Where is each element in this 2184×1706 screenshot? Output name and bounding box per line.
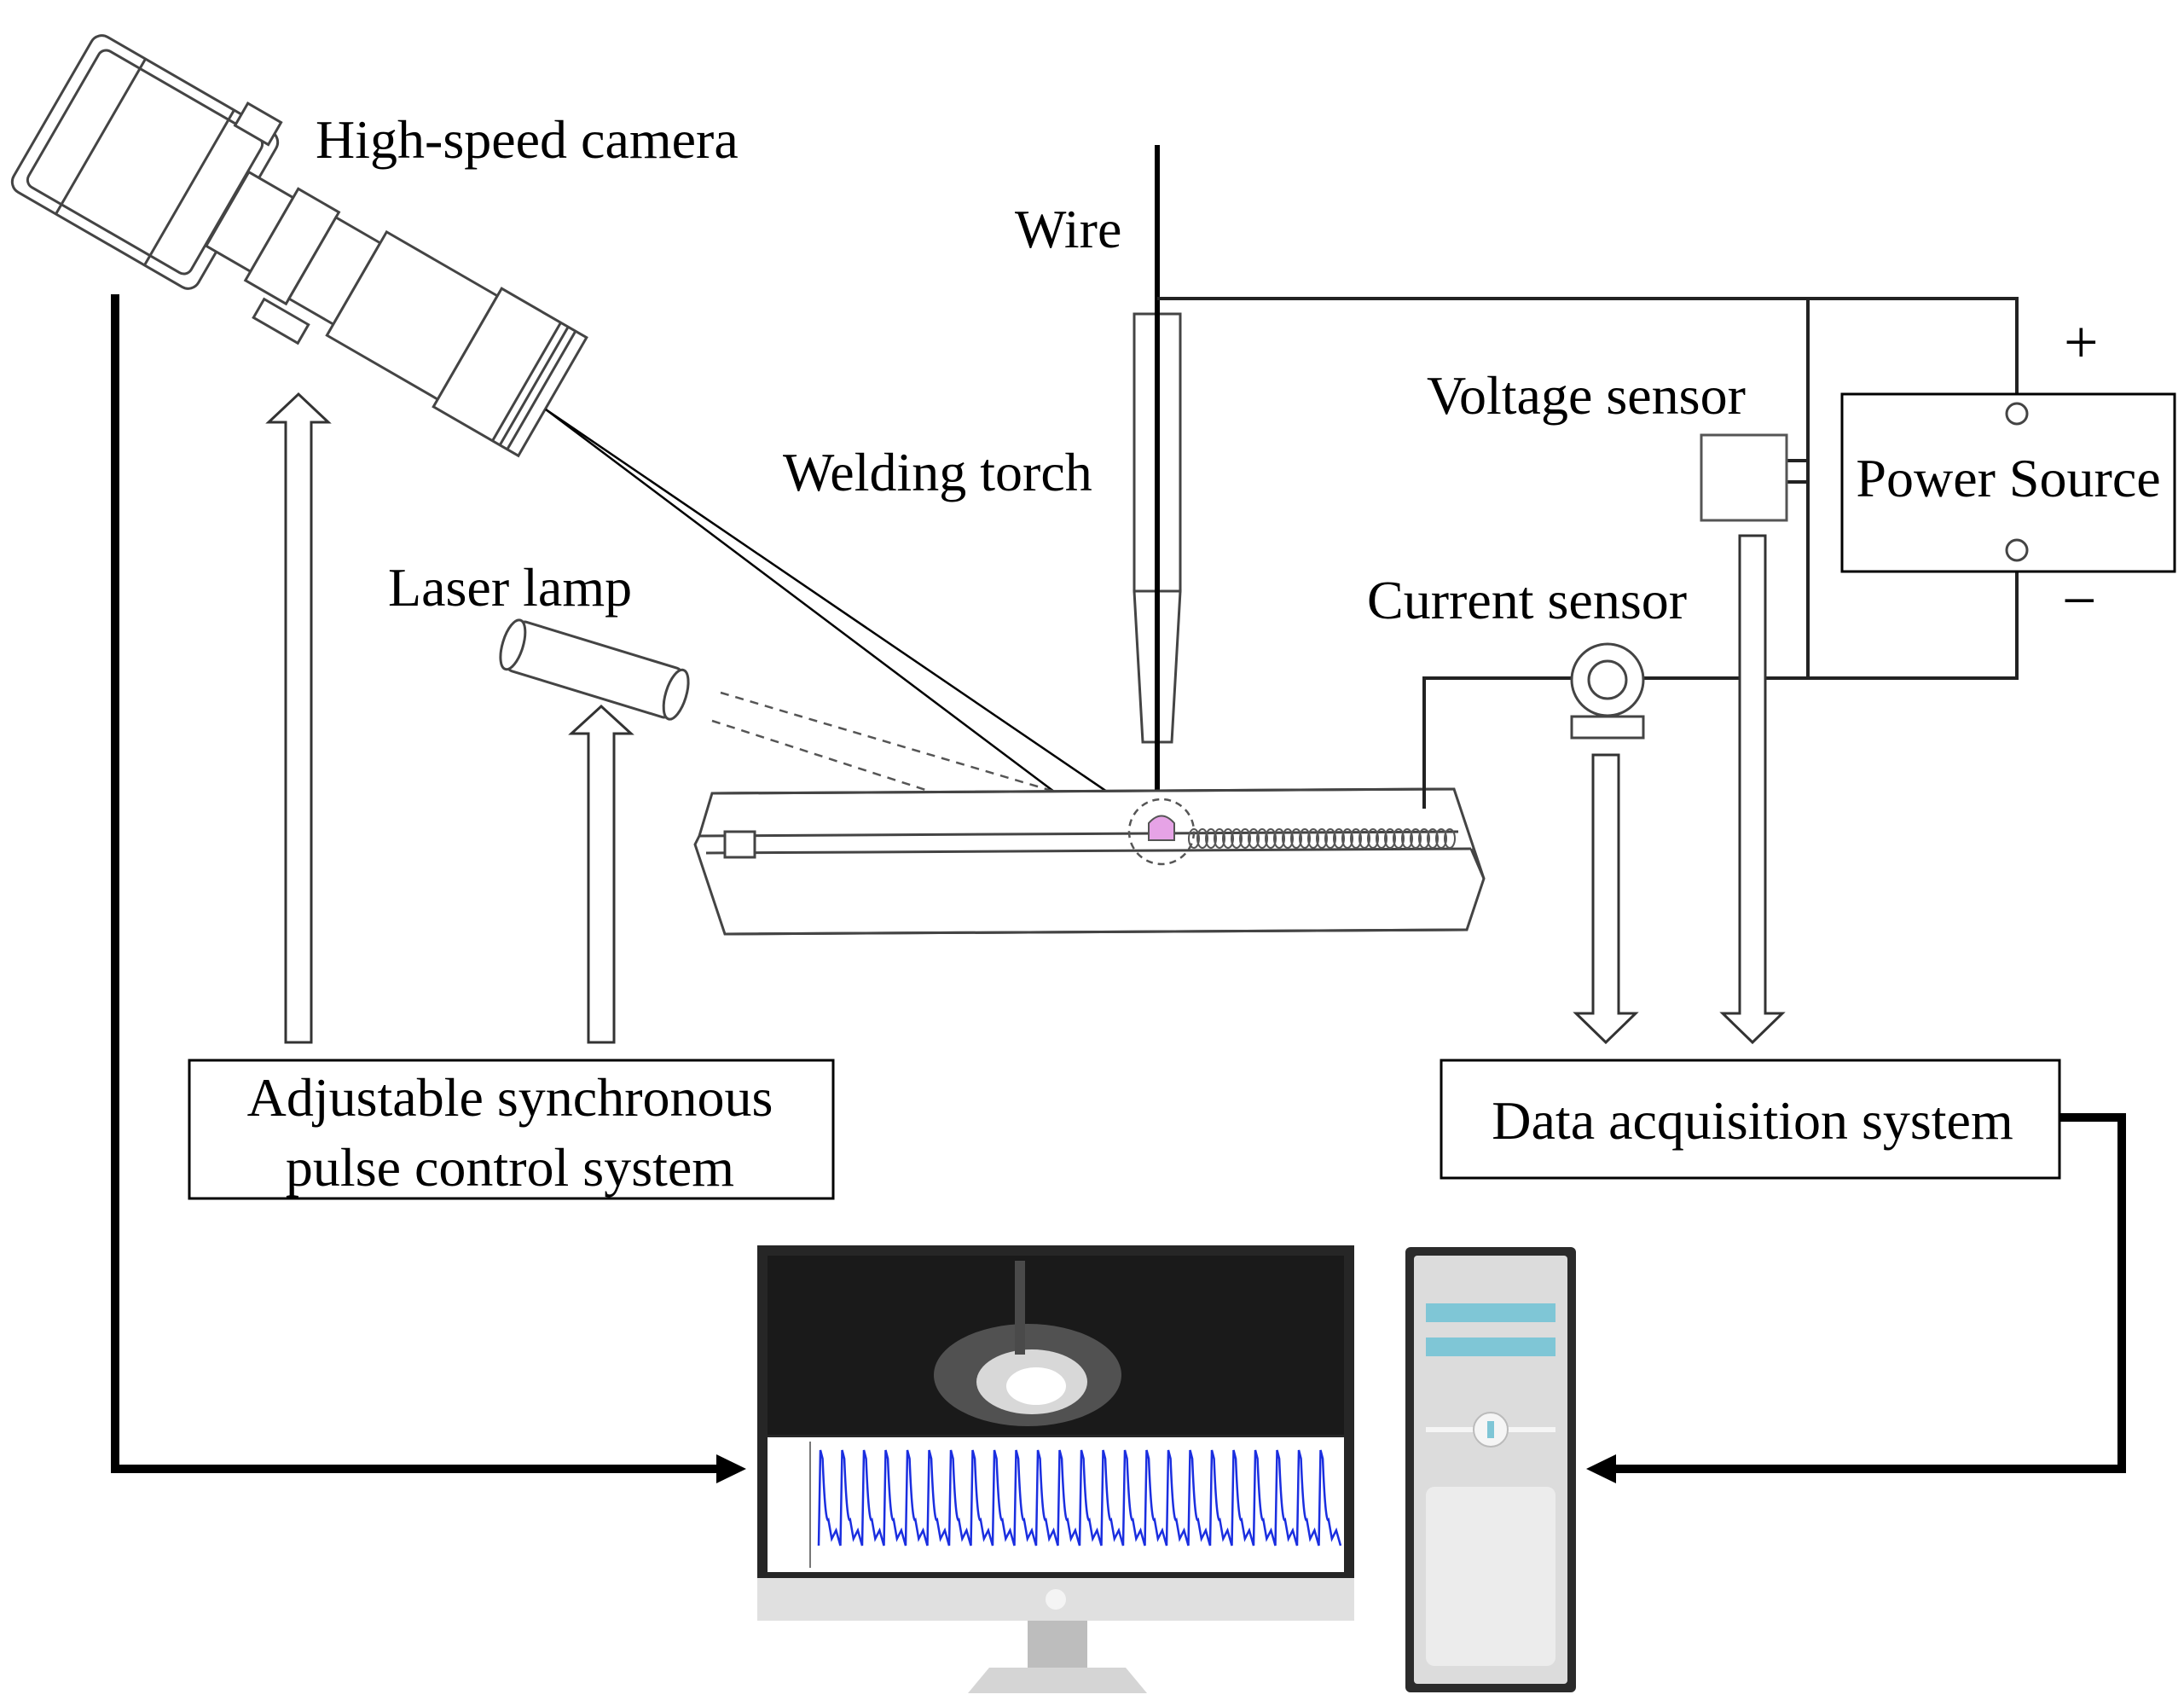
arrow-from-voltage-sensor — [1719, 534, 1786, 1045]
arrow-from-current-sensor — [1573, 753, 1639, 1045]
weld-bead-ripple — [1358, 828, 1370, 849]
weld-bead-ripple — [1393, 828, 1405, 849]
pulse-control-box — [188, 1059, 835, 1200]
weld-bead-ripple — [1367, 828, 1379, 849]
laser-lamp-icon — [499, 618, 690, 721]
arc-region — [1127, 798, 1196, 866]
positive-terminal — [2005, 402, 2029, 426]
weld-bead-ripple — [1427, 828, 1439, 849]
weld-bead-ripple — [1239, 828, 1251, 849]
high-speed-camera-icon — [10, 34, 588, 458]
weld-bead-ripple — [1205, 828, 1217, 849]
weld-bead-ripple — [1222, 828, 1234, 849]
weld-bead-ripple — [1341, 828, 1353, 849]
weld-bead-ripple — [1410, 828, 1422, 849]
pulse-control-label-line1: Adjustable synchronous — [247, 1067, 773, 1128]
current-sensor-icon — [1570, 642, 1645, 740]
arrow-to-laser — [568, 704, 634, 1044]
welding-torch-label: Welding torch — [783, 442, 1092, 502]
camera-view-lines — [545, 408, 1148, 862]
voltage-sensor-icon — [1700, 433, 1788, 522]
signal-lines — [111, 294, 2126, 1473]
weld-bead-ripple — [1307, 828, 1319, 849]
computer-tower-icon — [1405, 1247, 1576, 1692]
weld-bead-ripple — [1299, 828, 1311, 849]
weld-bead-ripple — [1248, 828, 1260, 849]
weld-bead-ripple — [1333, 828, 1345, 849]
waveform-plot — [817, 1449, 1342, 1546]
weld-bead-ripple — [1444, 828, 1456, 849]
weld-bead-ripple — [1290, 828, 1302, 849]
power-source-box — [1840, 392, 2176, 573]
circuit-wiring — [1157, 297, 2019, 809]
weld-bead-ripple — [1324, 828, 1336, 849]
weld-bead-ripple — [1282, 828, 1294, 849]
monitor-icon — [757, 1245, 1354, 1693]
current-sensor-label: Current sensor — [1367, 570, 1687, 630]
negative-terminal — [2005, 538, 2029, 562]
weld-bead-ripple — [1265, 828, 1277, 849]
voltage-sensor-label: Voltage sensor — [1427, 365, 1746, 426]
high-speed-camera-label: High-speed camera — [316, 109, 739, 170]
weld-bead-ripple — [1384, 828, 1396, 849]
minus-sign: − — [2062, 566, 2097, 635]
plus-sign: + — [2064, 308, 2099, 376]
weld-bead-ripple — [1188, 828, 1200, 849]
workpiece-icon — [693, 787, 1486, 936]
molten-droplet — [1148, 815, 1175, 841]
arrow-to-camera — [265, 392, 332, 1044]
weld-bead-ripple — [1316, 828, 1328, 849]
arrowhead-to-tower — [1586, 1454, 1616, 1483]
data-acquisition-box — [1440, 1059, 2061, 1180]
hollow-arrows — [265, 392, 1786, 1045]
weld-bead-ripple — [1418, 828, 1430, 849]
arrowhead-to-monitor — [716, 1454, 746, 1483]
weld-bead — [1188, 828, 1456, 849]
weld-bead-ripple — [1256, 828, 1268, 849]
laser-lamp-label: Laser lamp — [388, 557, 632, 618]
weld-bead-ripple — [1350, 828, 1362, 849]
wire-label: Wire — [1015, 199, 1121, 259]
weld-bead-ripple — [1376, 828, 1387, 849]
weld-bead-ripple — [1435, 828, 1447, 849]
weld-bead-ripple — [1401, 828, 1413, 849]
weld-bead-ripple — [1196, 828, 1208, 849]
weld-bead-ripple — [1231, 828, 1243, 849]
data-acquisition-label: Data acquisition system — [1492, 1090, 2013, 1151]
waveform-trace — [817, 1449, 1342, 1546]
power-source-label: Power Source — [1856, 448, 2160, 508]
pulse-control-label-line2: pulse control system — [286, 1137, 734, 1198]
weld-bead-ripple — [1214, 828, 1225, 849]
weld-bead-ripple — [1273, 828, 1285, 849]
